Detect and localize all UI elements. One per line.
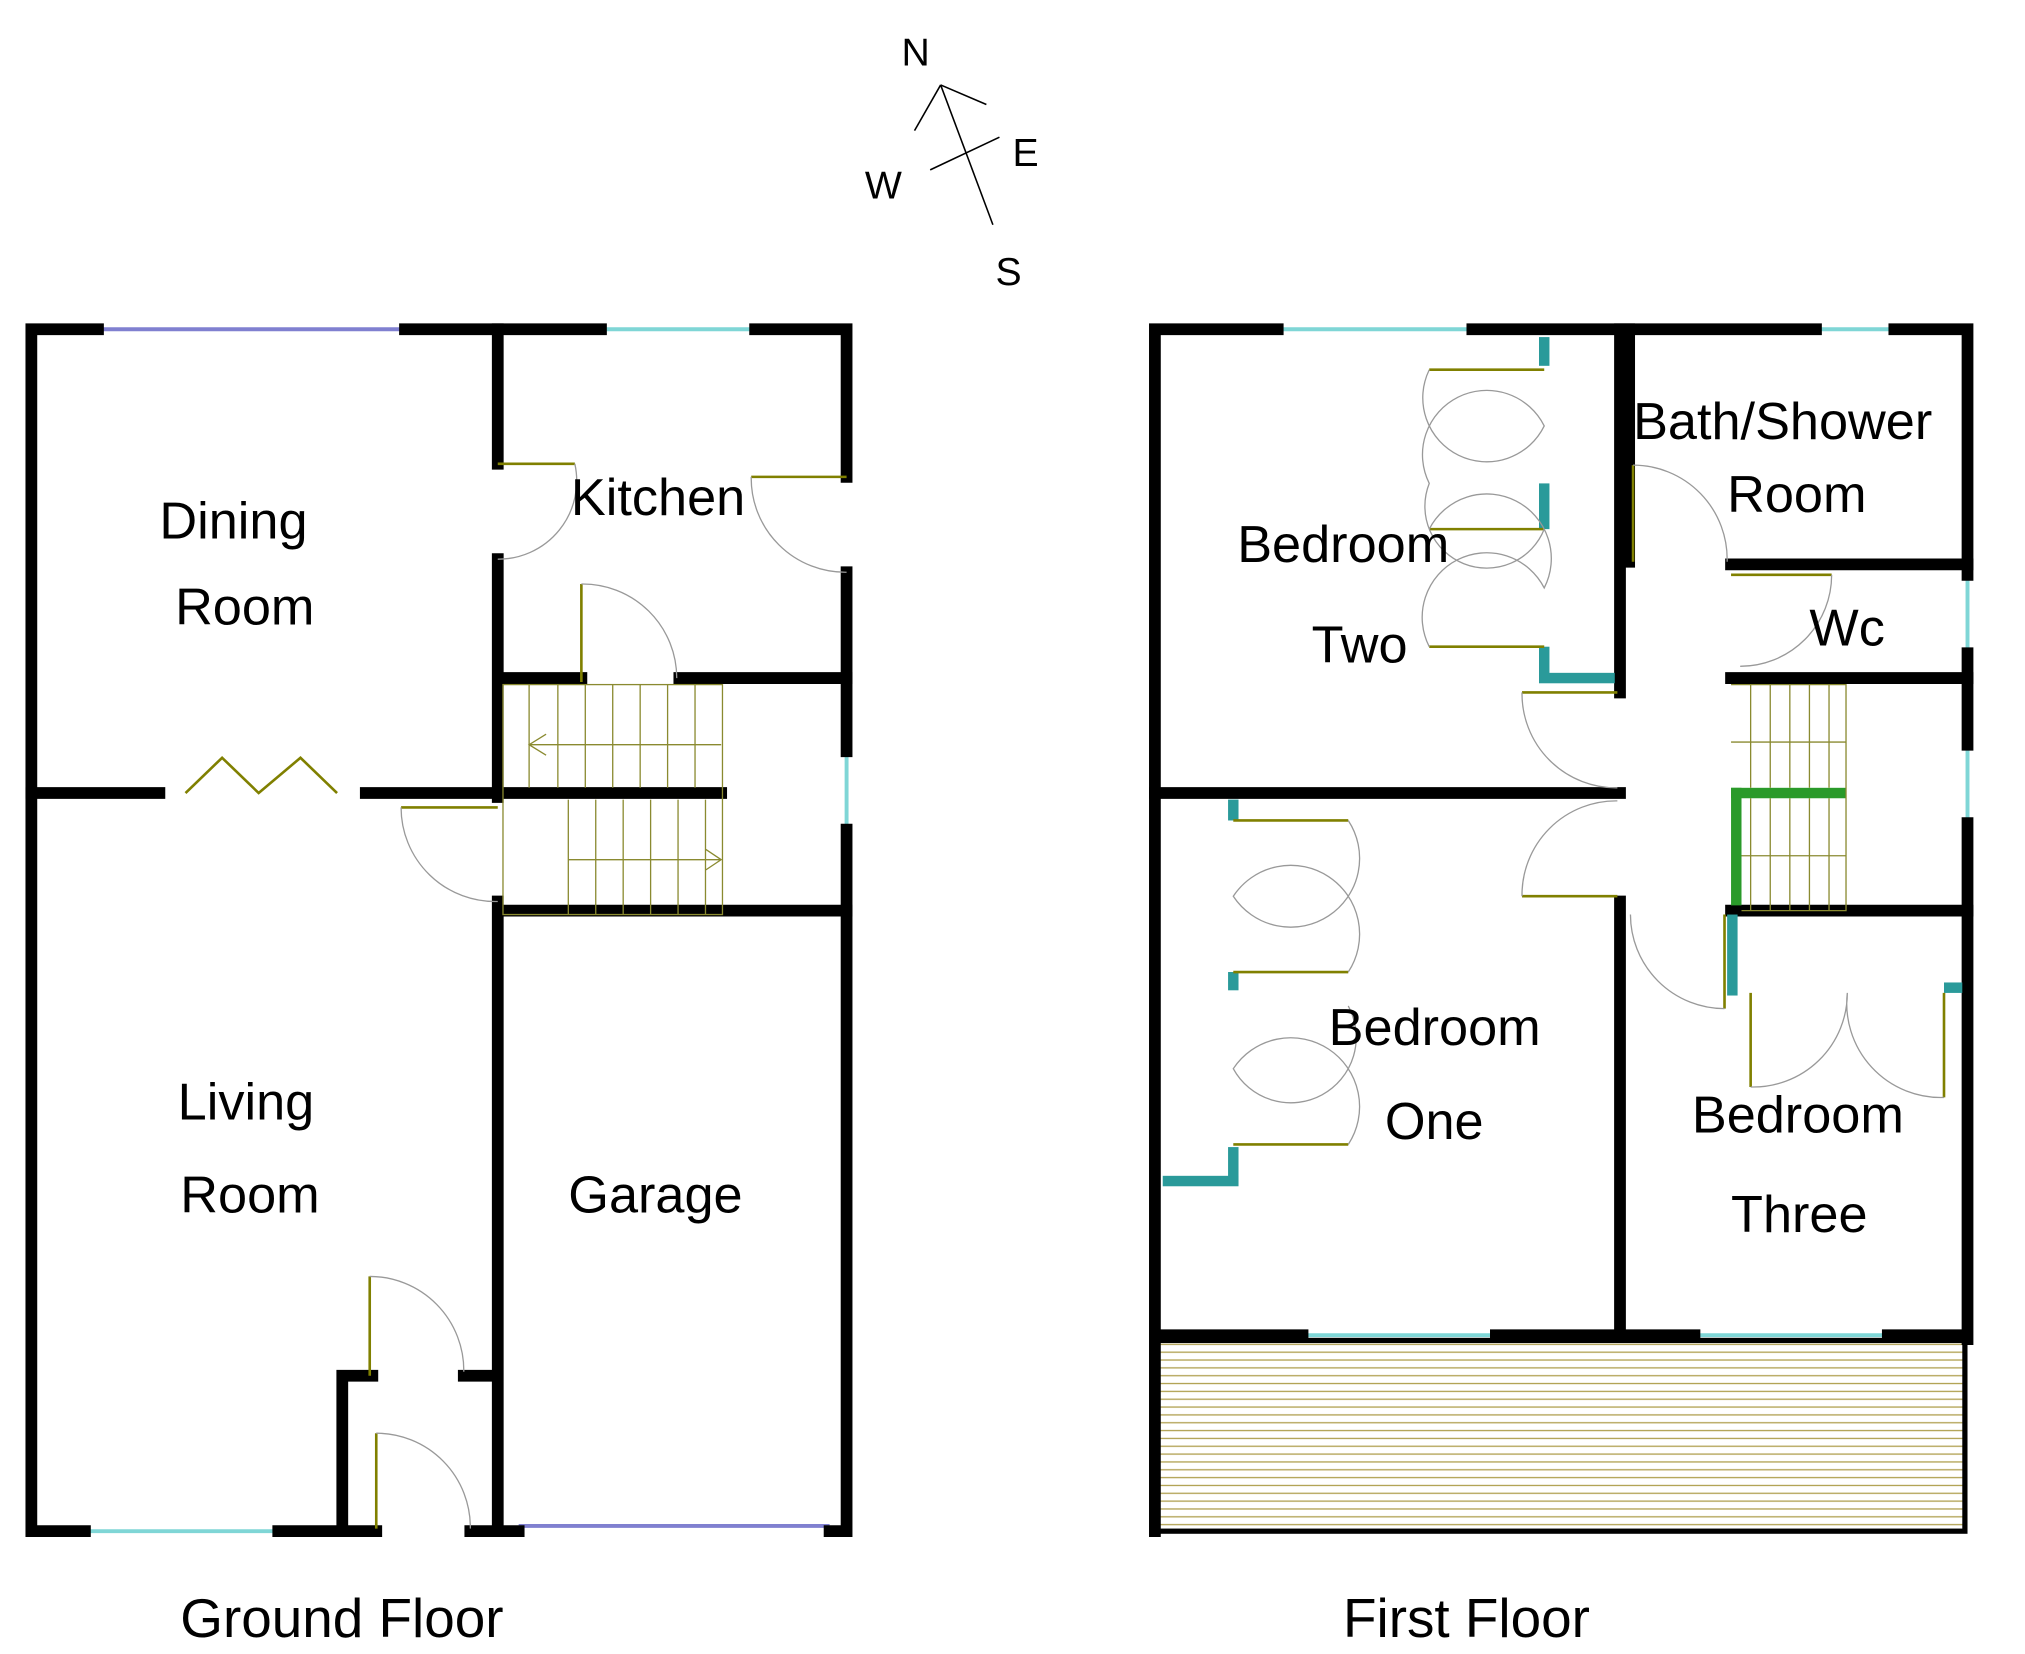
room-label-garage: Garage (568, 1166, 742, 1224)
balcony (1150, 1337, 1968, 1534)
staircase (1731, 683, 1847, 912)
room-label-bedroom-three-2: Three (1731, 1186, 1868, 1244)
room-label-bedroom-three: Bedroom (1692, 1087, 1904, 1145)
compass-west: W (865, 165, 902, 208)
first-floor-caption: First Floor (1343, 1587, 1590, 1649)
room-label-bedroom-two: Bedroom (1237, 516, 1449, 574)
compass-north: N (901, 31, 929, 74)
compass-icon: N E S W (865, 31, 1039, 293)
room-label-bath: Bath/Shower (1633, 393, 1932, 451)
ground-floor-plan: Dining Room Kitchen Living Room Garage G… (25, 323, 853, 1649)
room-label-bedroom-two-2: Two (1312, 616, 1408, 674)
room-label-dining-2: Room (175, 579, 314, 637)
room-label-bedroom-one: Bedroom (1329, 999, 1541, 1057)
staircase (502, 683, 724, 916)
ground-floor-caption: Ground Floor (180, 1587, 503, 1649)
room-label-bath-2: Room (1727, 466, 1866, 524)
room-label-kitchen: Kitchen (571, 469, 745, 527)
room-label-bedroom-one-2: One (1385, 1093, 1484, 1151)
room-label-living-2: Room (180, 1166, 319, 1224)
room-label-wc: Wc (1809, 599, 1884, 657)
compass-south: S (996, 251, 1022, 294)
room-label-dining: Dining (159, 492, 307, 550)
room-label-living: Living (178, 1074, 315, 1132)
compass-east: E (1013, 132, 1039, 175)
first-floor-plan: Bedroom Two Bath/Shower Room Wc Bedroom … (1149, 323, 1974, 1649)
